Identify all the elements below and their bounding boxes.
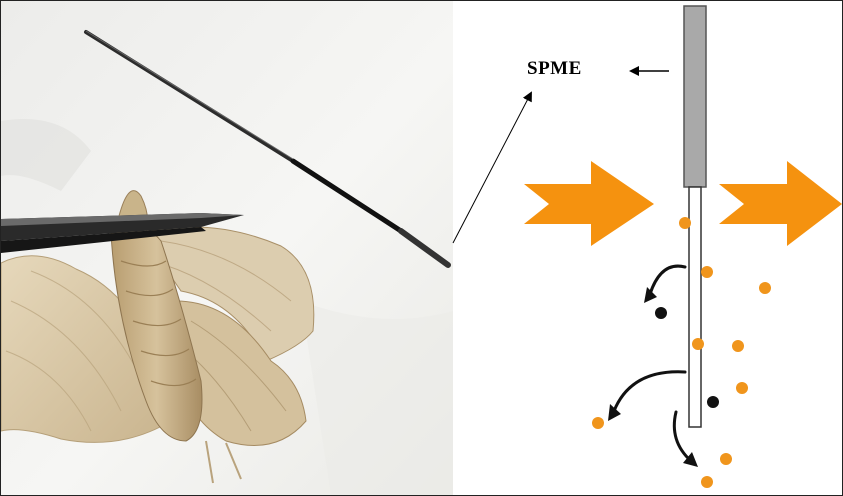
spme-label: SPME	[527, 58, 582, 80]
curved-arrow-upper	[650, 266, 685, 294]
curved-arrow-middle	[614, 372, 685, 411]
spme-fiber	[689, 187, 701, 427]
airflow-arrow-left	[524, 161, 654, 246]
spme-holder	[684, 6, 706, 187]
dark-particles	[655, 307, 719, 408]
pointer-line-arrow	[453, 93, 531, 243]
curved-arrow-lower	[674, 412, 691, 461]
airflow-arrow-right	[719, 161, 842, 246]
moth-photo	[1, 1, 453, 495]
volatile-particles	[592, 217, 771, 488]
